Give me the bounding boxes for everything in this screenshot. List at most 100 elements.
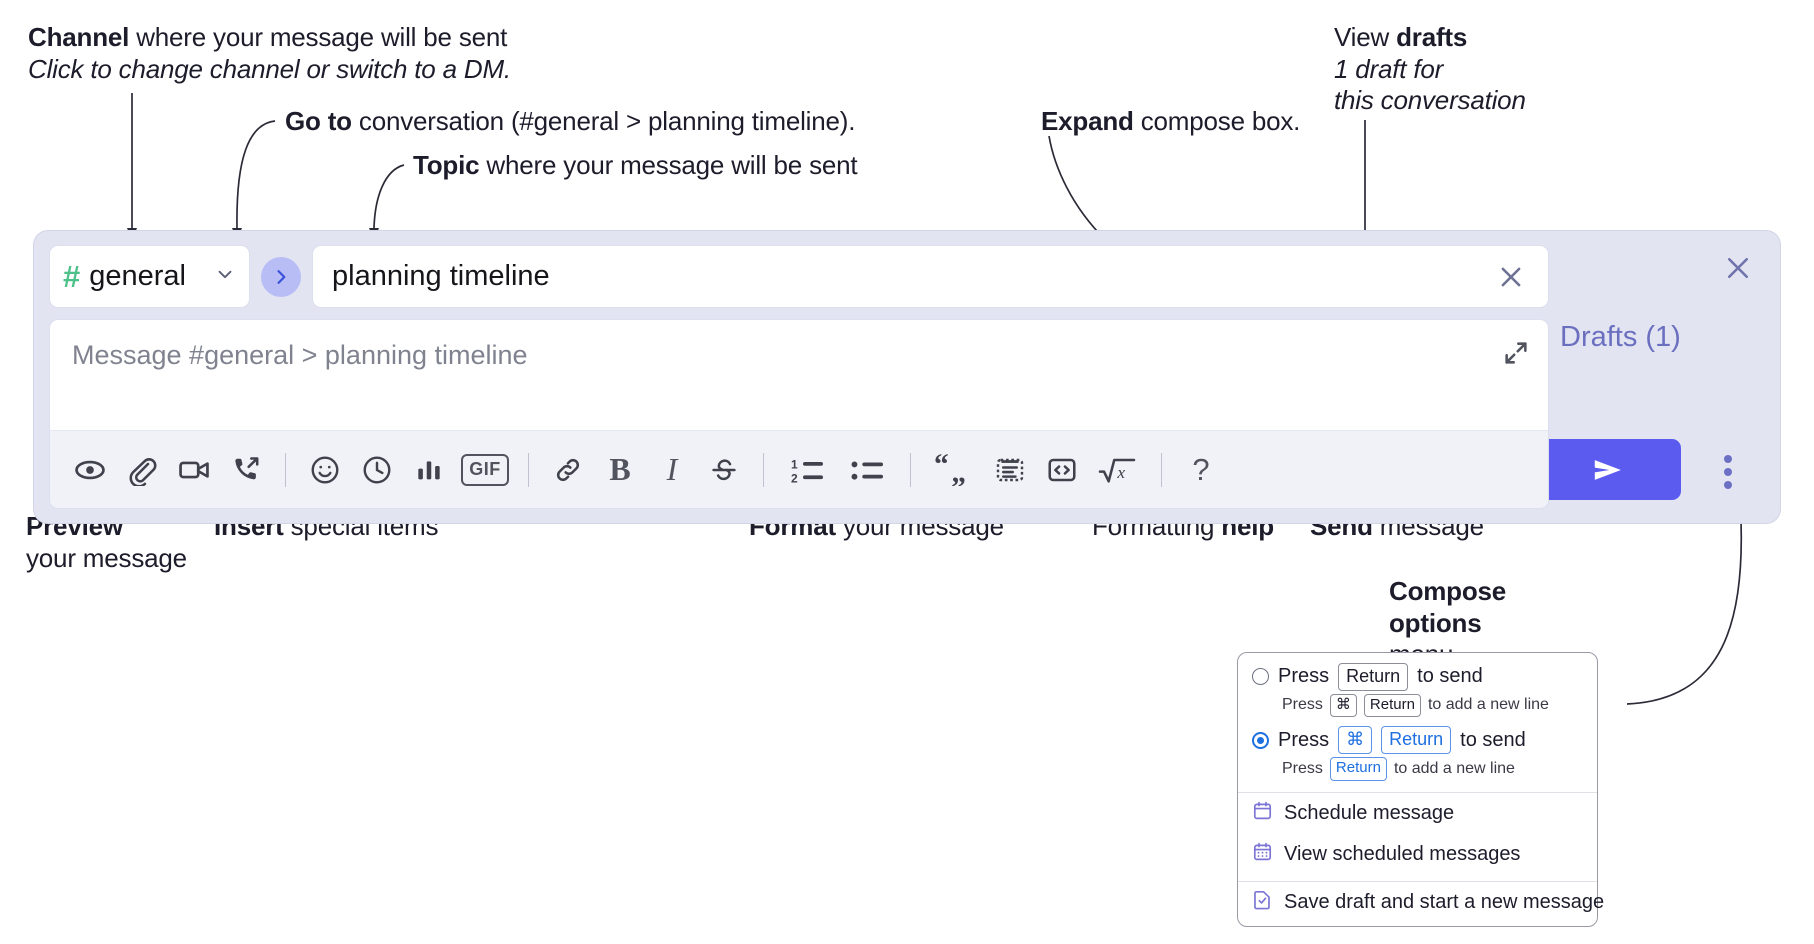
toolbar-separator: [528, 452, 529, 487]
message-editor[interactable]: Message #general > planning timeline: [49, 319, 1549, 509]
menu-item-schedule-message[interactable]: Schedule message: [1238, 793, 1597, 834]
annotation-expand-rest: compose box.: [1133, 106, 1301, 136]
annotation-topic-bold: Topic: [413, 150, 480, 180]
annotation-drafts-italic1: 1 draft for: [1334, 53, 1444, 84]
key-return: Return: [1338, 663, 1409, 691]
go-to-conversation-button[interactable]: [261, 256, 301, 297]
option-return-subtext: Press ⌘ Return to add a new line: [1238, 693, 1597, 723]
annotation-channel-italic: Click to change channel or switch to a D…: [28, 53, 511, 84]
compose-inner: # general planning timeline: [49, 245, 1549, 509]
message-input-area[interactable]: Message #general > planning timeline: [50, 320, 1548, 430]
drafts-link[interactable]: Drafts (1): [1560, 321, 1681, 353]
emoji-icon[interactable]: [299, 444, 351, 496]
annotation-drafts-bold: drafts: [1396, 22, 1468, 52]
annotation-compose-options-bold1: Compose: [1389, 576, 1507, 606]
annotation-topic: Topic where your message will be sent: [413, 150, 858, 182]
help-icon[interactable]: ?: [1175, 444, 1227, 496]
option-return-pre: Press: [1278, 665, 1330, 688]
topic-value: planning timeline: [332, 260, 550, 292]
topic-input[interactable]: planning timeline: [312, 245, 1549, 308]
expand-icon[interactable]: [1502, 339, 1530, 367]
menu-item-view-scheduled-messages[interactable]: View scheduled messages: [1238, 834, 1597, 875]
video-icon[interactable]: [168, 444, 220, 496]
toolbar-separator: [1161, 452, 1162, 487]
compose-panel: Drafts (1) # general: [34, 231, 1780, 523]
svg-text:2: 2: [791, 471, 798, 485]
code-block-icon[interactable]: [984, 444, 1036, 496]
channel-selector[interactable]: # general: [49, 245, 250, 308]
calendar-grid-icon: [1252, 841, 1273, 868]
radio-unselected[interactable]: [1252, 668, 1269, 686]
math-icon[interactable]: x: [1088, 444, 1148, 496]
send-button[interactable]: [1534, 439, 1681, 500]
option-press-return-to-send[interactable]: Press Return to send: [1238, 659, 1597, 693]
option-return-post: to send: [1417, 665, 1483, 688]
svg-text:“: “: [934, 454, 949, 481]
audio-icon[interactable]: [220, 444, 272, 496]
blockquote-icon[interactable]: “ „: [924, 444, 984, 496]
option-cmd-post: to send: [1460, 728, 1526, 751]
key-command: ⌘: [1329, 693, 1357, 718]
clock-icon[interactable]: [351, 444, 403, 496]
channel-name: general: [89, 260, 186, 292]
annotation-goto: Go to conversation (#general > planning …: [285, 106, 855, 138]
menu-item-save-draft[interactable]: Save draft and start a new message: [1238, 882, 1604, 926]
help-glyph: ?: [1192, 451, 1210, 487]
clear-topic-icon[interactable]: [1492, 258, 1530, 296]
annotation-expand: Expand compose box.: [1041, 106, 1300, 138]
key-return: Return: [1329, 756, 1387, 781]
menu-divider: [1238, 791, 1597, 793]
radio-selected[interactable]: [1252, 731, 1269, 749]
option-cmd-return-subtext: Press Return to add a new line: [1238, 756, 1597, 786]
option-press-cmd-return-to-send[interactable]: Press ⌘ Return to send: [1238, 722, 1597, 756]
bulleted-list-icon[interactable]: [837, 444, 897, 496]
inline-code-icon[interactable]: [1036, 444, 1088, 496]
annotation-drafts: View drafts 1 draft for this conversatio…: [1334, 22, 1526, 117]
key-return: Return: [1363, 693, 1421, 718]
key-command: ⌘: [1338, 726, 1373, 754]
annotation-goto-rest: conversation (#general > planning timeli…: [351, 106, 856, 136]
annotation-channel-rest: where your message will be sent: [129, 22, 508, 52]
italic-glyph: I: [666, 451, 678, 487]
bold-icon[interactable]: B: [594, 444, 646, 496]
strikethrough-icon[interactable]: [698, 444, 750, 496]
annotation-goto-bold: Go to: [285, 106, 352, 136]
annotation-expand-bold: Expand: [1041, 106, 1134, 136]
preview-icon[interactable]: [64, 444, 116, 496]
kebab-dot-2: [1724, 468, 1732, 476]
chevron-down-icon: [214, 263, 236, 290]
toolbar-separator: [763, 452, 764, 487]
italic-icon[interactable]: I: [646, 444, 698, 496]
close-icon[interactable]: [1723, 253, 1753, 283]
compose-options-button[interactable]: [1713, 452, 1743, 492]
annotation-channel-line1: Channel where your message will be sent: [28, 22, 507, 52]
annotation-compose-options-bold2: options: [1389, 607, 1482, 638]
gif-icon[interactable]: GIF: [455, 444, 515, 496]
message-placeholder: Message #general > planning timeline: [72, 340, 528, 370]
formatting-toolbar: GIF B I: [50, 430, 1548, 508]
annotation-topic-rest: where your message will be sent: [479, 150, 858, 180]
annotation-preview-rest: your message: [26, 542, 187, 573]
poll-icon[interactable]: [403, 444, 455, 496]
link-icon[interactable]: [542, 444, 594, 496]
bold-glyph: B: [609, 451, 631, 487]
gif-label: GIF: [461, 453, 509, 486]
annotation-channel: Channel where your message will be sent …: [28, 22, 511, 85]
annotation-drafts-pre: View: [1334, 22, 1397, 52]
sub-cmd-pre: Press: [1282, 759, 1323, 777]
kebab-dot-1: [1724, 455, 1732, 463]
svg-text:x: x: [1116, 463, 1125, 482]
toolbar-separator: [285, 452, 286, 487]
attachment-icon[interactable]: [116, 444, 168, 496]
calendar-icon: [1252, 800, 1273, 827]
menu-item-label: Save draft and start a new message: [1284, 890, 1605, 913]
option-cmd-pre: Press: [1278, 728, 1330, 751]
ordered-list-icon[interactable]: 1 2: [777, 444, 837, 496]
sub-return-post: to add a new line: [1427, 696, 1549, 714]
sub-return-pre: Press: [1282, 696, 1323, 714]
menu-divider: [1238, 880, 1597, 882]
toolbar-separator: [910, 452, 911, 487]
menu-item-label: Schedule message: [1284, 801, 1455, 824]
kebab-dot-3: [1724, 481, 1732, 489]
